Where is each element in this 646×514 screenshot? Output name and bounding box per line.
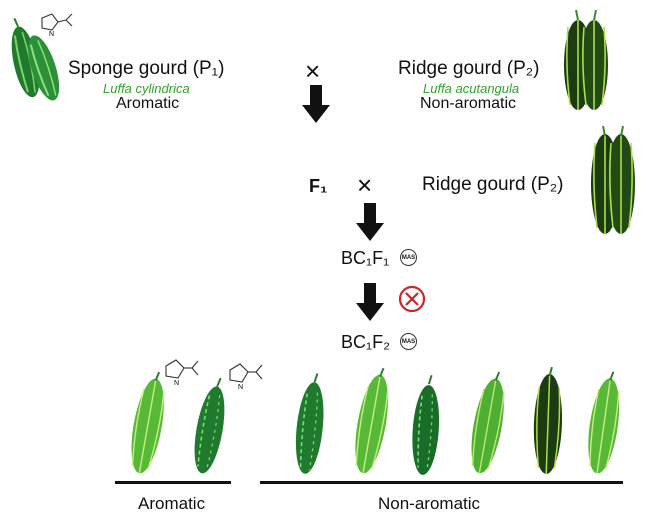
- gourd-nonaromatic-4-icon: [471, 371, 505, 474]
- gourd-nonaromatic-5-icon: [533, 366, 563, 474]
- aroma-molecule-icon: N: [165, 359, 199, 387]
- bc1f2-label: BC₁F₂: [341, 332, 391, 352]
- gourd-aromatic-2-icon: [194, 377, 225, 474]
- parent1-species: Luffa cylindrica: [103, 81, 190, 96]
- ridge-gourd-recurrent-icon: [591, 125, 635, 234]
- bc1f1-label: BC₁F₁: [341, 248, 390, 268]
- down-arrow-icon: [356, 203, 384, 241]
- aroma-molecule-icon: N: [41, 13, 73, 38]
- sponge-gourd-icon: [11, 17, 60, 101]
- aromatic-group-bar: [115, 481, 231, 484]
- down-arrow-icon: [302, 85, 330, 123]
- gourd-nonaromatic-6-icon: [588, 371, 620, 474]
- recurrent-parent-name: Ridge gourd (P₂): [422, 174, 564, 195]
- parent2-species: Luffa acutangula: [423, 81, 520, 96]
- cross-symbol-f1: ×: [357, 170, 373, 200]
- nonaromatic-group-label: Non-aromatic: [378, 494, 481, 513]
- mas-badge: MAS: [400, 249, 417, 266]
- gourd-nonaromatic-3-icon: [412, 374, 440, 475]
- svg-text:N: N: [238, 384, 243, 391]
- parent2-trait: Non-aromatic: [420, 95, 517, 112]
- aromatic-group-label: Aromatic: [138, 494, 206, 513]
- gourd-aromatic-1-icon: [131, 371, 165, 474]
- mas-badge: MAS: [400, 333, 417, 350]
- down-arrow-icon: [356, 283, 384, 321]
- aroma-molecule-icon: N: [229, 363, 263, 391]
- parent2-name: Ridge gourd (P₂): [398, 58, 540, 79]
- nonaromatic-group-bar: [260, 481, 623, 484]
- cross-symbol-top: ×: [305, 56, 321, 86]
- svg-text:N: N: [174, 380, 179, 387]
- self-cross-icon: [398, 285, 426, 313]
- parent1-trait: Aromatic: [116, 95, 180, 112]
- ridge-gourd-icon: [564, 9, 608, 110]
- parent1-name: Sponge gourd (P₁): [68, 58, 225, 79]
- gourd-nonaromatic-2-icon: [355, 367, 389, 474]
- f1-label: F₁: [309, 176, 328, 196]
- svg-text:N: N: [49, 31, 54, 38]
- gourd-nonaromatic-1-icon: [295, 373, 324, 474]
